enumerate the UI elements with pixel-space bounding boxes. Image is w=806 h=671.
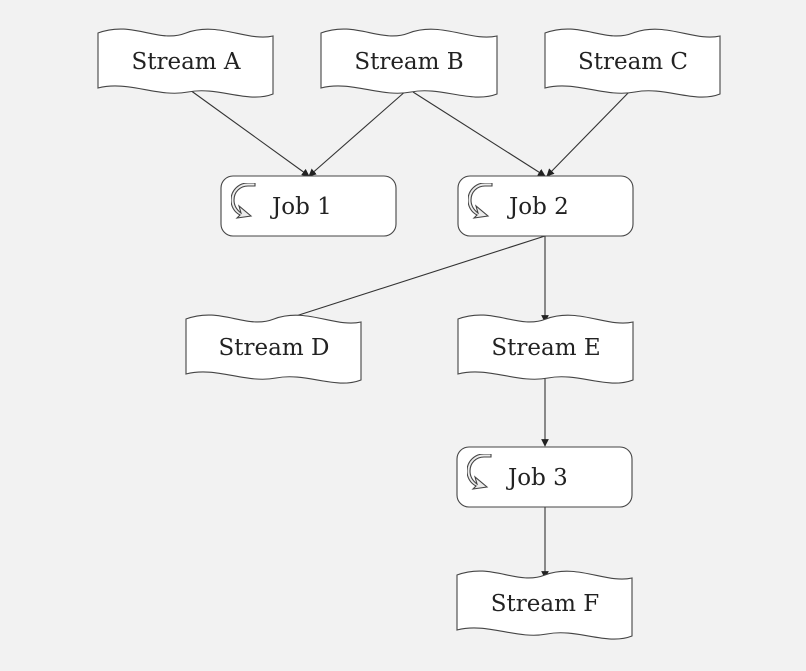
stream-node-a: Stream A [97, 28, 274, 98]
stream-label: Stream E [491, 335, 600, 361]
job-label: Job 3 [506, 465, 568, 491]
stream-node-f: Stream F [456, 570, 633, 640]
stream-node-d: Stream D [185, 314, 362, 384]
stream-node-b: Stream B [320, 28, 498, 98]
edge-stream-c-to-job-2 [546, 89, 632, 177]
edges [189, 89, 632, 579]
stream-label: Stream D [219, 335, 330, 361]
stream-shape [544, 28, 721, 98]
stream-shape [320, 28, 498, 98]
stream-shape [185, 314, 362, 384]
stream-label: Stream A [131, 49, 240, 75]
stream-shape [456, 570, 633, 640]
job-node-2: Job 2 [457, 175, 634, 237]
stream-label: Stream F [491, 591, 599, 617]
edge-job-2-to-stream-d [273, 235, 546, 325]
edge-stream-b-to-job-2 [412, 91, 546, 177]
job-node-1: Job 1 [220, 175, 397, 237]
stream-node-e: Stream E [457, 314, 634, 384]
stream-node-c: Stream C [544, 28, 721, 98]
job-shape [456, 446, 633, 508]
job-node-3: Job 3 [456, 446, 633, 508]
stream-shape [97, 28, 274, 98]
stream-label: Stream B [354, 49, 463, 75]
job-label: Job 2 [507, 194, 569, 220]
edge-stream-b-to-job-1 [308, 89, 408, 177]
stream-label: Stream C [578, 49, 688, 75]
job-label: Job 1 [270, 194, 332, 220]
edge-stream-a-to-job-1 [189, 89, 310, 177]
job-shape [220, 175, 397, 237]
stream-shape [457, 314, 634, 384]
job-shape [457, 175, 634, 237]
